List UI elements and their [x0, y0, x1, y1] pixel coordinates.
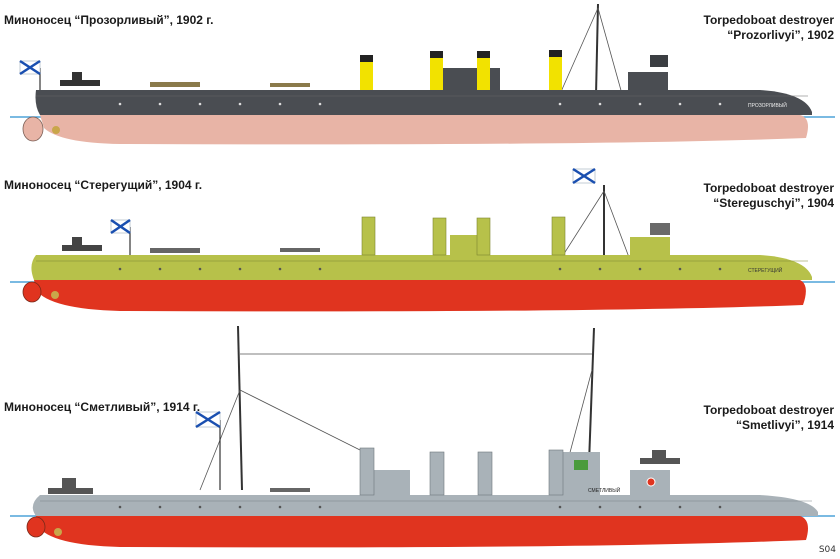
ship-3-en-title: Torpedoboat destroyer	[703, 403, 834, 417]
guns	[60, 72, 310, 87]
ship-3-en-name: “Smetlivyi”, 1914	[735, 418, 834, 432]
st-andrew-flag-icon	[19, 59, 41, 76]
rudder	[22, 281, 42, 303]
portholes	[118, 267, 722, 271]
guns	[48, 450, 680, 494]
ship-3-ru-caption: Миноносец “Сметливый”, 1914 г.	[4, 400, 201, 414]
hull-upper	[32, 495, 819, 516]
bridge	[560, 452, 600, 495]
guns	[62, 237, 320, 253]
hull-lower	[34, 280, 806, 312]
portholes	[118, 102, 722, 106]
propeller	[52, 126, 60, 134]
ship-1-en-title: Torpedoboat destroyer	[703, 13, 834, 27]
ship-3-drawing: СМЕТЛИВЫЙ	[10, 325, 835, 548]
rudder	[22, 116, 44, 142]
propeller	[54, 528, 62, 536]
portholes	[118, 505, 722, 509]
bridge	[628, 72, 668, 90]
hull-upper	[35, 90, 812, 115]
ship-2-en-title: Torpedoboat destroyer	[703, 181, 834, 195]
hull-name: ПРОЗОРЛИВЫЙ	[748, 101, 787, 109]
st-andrew-flag-icon	[110, 218, 131, 235]
ship-1-ru-caption: Миноносец “Прозорливый”, 1902 г.	[4, 13, 214, 27]
ship-1-en-name: “Prozorlivyi”, 1902	[727, 28, 834, 42]
ship-3-en-caption: Torpedoboat destroyer “Smetlivyi”, 1914	[704, 403, 834, 433]
st-andrew-flag-icon	[195, 410, 221, 429]
ship-2-en-caption: Torpedoboat destroyer “Stereguschyi”, 19…	[704, 181, 834, 211]
ship-1-drawing: ПРОЗОРЛИВЫЙ	[10, 3, 835, 145]
deckhouse	[440, 68, 500, 90]
funnels	[359, 447, 564, 496]
hull-upper	[31, 255, 812, 280]
hull-name: СМЕТЛИВЫЙ	[588, 486, 621, 494]
bridge-panel	[574, 460, 588, 470]
ship-2-en-name: “Stereguschyi”, 1904	[713, 196, 834, 210]
ship-1-en-caption: Torpedoboat destroyer “Prozorlivyi”, 190…	[704, 13, 834, 43]
ship-2-drawing: СТЕРЕГУЩИЙ	[10, 167, 835, 312]
funnels	[360, 50, 562, 90]
hull-lower	[40, 115, 808, 145]
deckhouse	[450, 235, 480, 255]
hull-lower	[36, 516, 808, 548]
artist-signature: S04	[818, 545, 836, 555]
hull-name: СТЕРЕГУЩИЙ	[748, 266, 783, 274]
propeller	[51, 291, 59, 299]
bridge	[630, 237, 670, 255]
rudder	[26, 516, 46, 538]
ship-2-ru-caption: Миноносец “Стерегущий”, 1904 г.	[4, 178, 203, 192]
fore-mast	[237, 325, 243, 491]
funnels	[361, 216, 566, 256]
mast	[595, 3, 599, 96]
lifebuoy-icon	[646, 477, 656, 487]
st-andrew-flag-icon	[572, 167, 596, 185]
